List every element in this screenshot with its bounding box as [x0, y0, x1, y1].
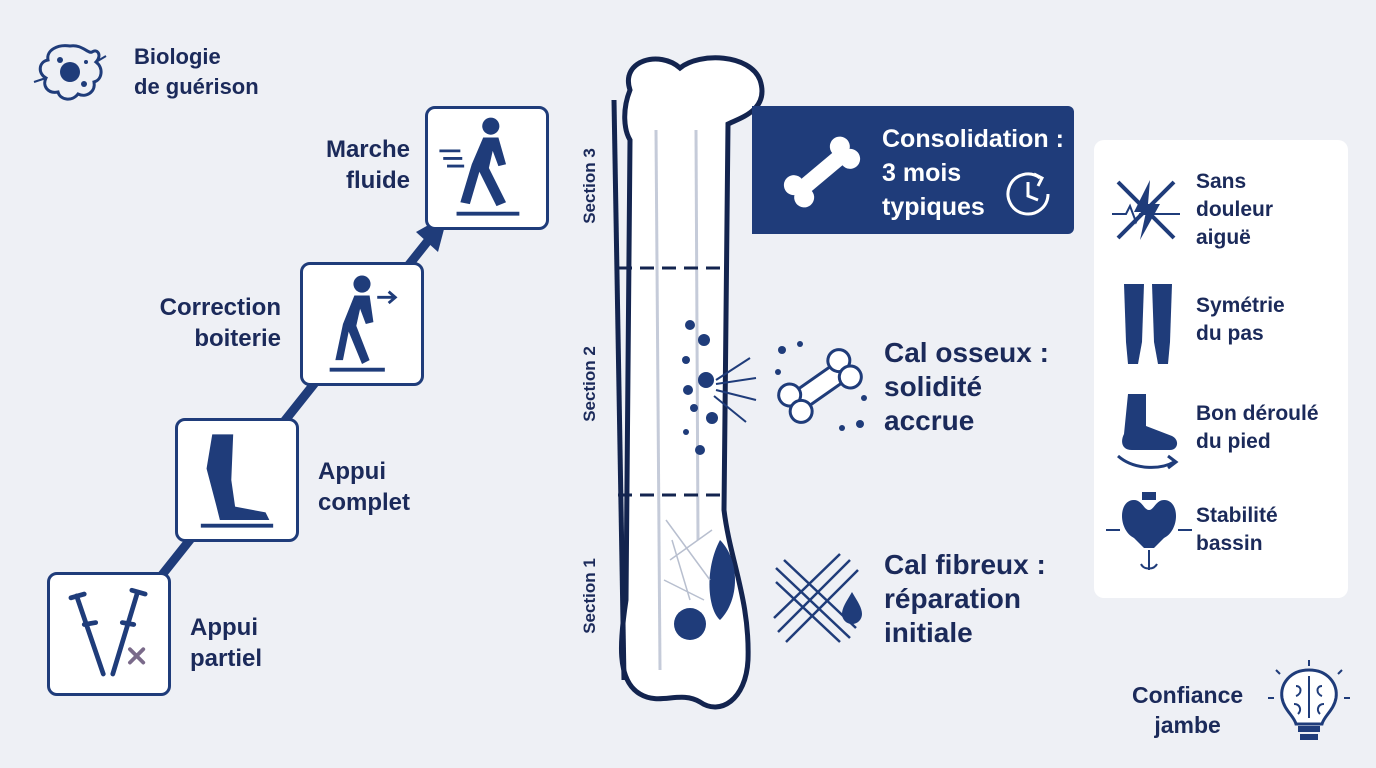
cell-icon — [30, 36, 110, 108]
section-1-label: Section 1 — [579, 558, 599, 634]
cal-fibreux-label: Cal fibreux : réparation initiale — [884, 549, 1046, 648]
fiber-icon — [773, 553, 862, 643]
legs-symmetry-icon — [1124, 284, 1172, 364]
walking-step-box — [300, 262, 424, 386]
walking-person-icon — [329, 275, 398, 372]
pelvis-stability-icon — [1106, 492, 1192, 570]
bone-callus-icon — [775, 341, 867, 431]
walking-fast-icon — [439, 117, 520, 216]
section-3-label: Section 3 — [579, 148, 599, 224]
outcome-pelvis-label: Stabilité bassin — [1196, 504, 1278, 555]
brain-bulb-icon — [1268, 660, 1350, 740]
fluid-walk-step-box — [425, 106, 549, 230]
consolidation-text: Consolidation : 3 mois typiques — [882, 125, 1064, 221]
biology-label: Biologie de guérison — [134, 44, 259, 99]
outcome-no-pain-label: Sans douleur aiguë — [1196, 170, 1273, 249]
crutches-icon — [68, 587, 148, 677]
step-partial-label: Appui partiel — [190, 614, 263, 672]
outcome-foot-label: Bon déroulé du pied — [1196, 402, 1319, 453]
consolidation-banner: Consolidation : 3 mois typiques — [752, 106, 1074, 234]
step-complete-label: Appui complet — [318, 458, 411, 516]
foot-roll-icon — [1117, 394, 1179, 470]
leg-icon — [200, 434, 274, 528]
step-fluid-label: Marche fluide — [325, 136, 410, 194]
bone-icon — [783, 136, 861, 208]
section-2-label: Section 2 — [579, 346, 599, 422]
no-pain-icon — [1112, 180, 1180, 240]
tibia-bone-illustration — [611, 55, 765, 710]
cal-osseux-label: Cal osseux : solidité accrue — [884, 337, 1049, 436]
step-correction-label: Correction boiterie — [159, 294, 281, 352]
crutches-step-box — [47, 572, 171, 696]
outcome-symmetry-label: Symétrie du pas — [1196, 294, 1285, 345]
leg-step-box — [175, 418, 299, 542]
clock-icon — [1006, 172, 1050, 216]
confidence-label: Confiance jambe — [1132, 682, 1244, 738]
outcomes-panel: Sans douleur aiguë Symétrie du pas Bon d… — [1094, 140, 1348, 598]
